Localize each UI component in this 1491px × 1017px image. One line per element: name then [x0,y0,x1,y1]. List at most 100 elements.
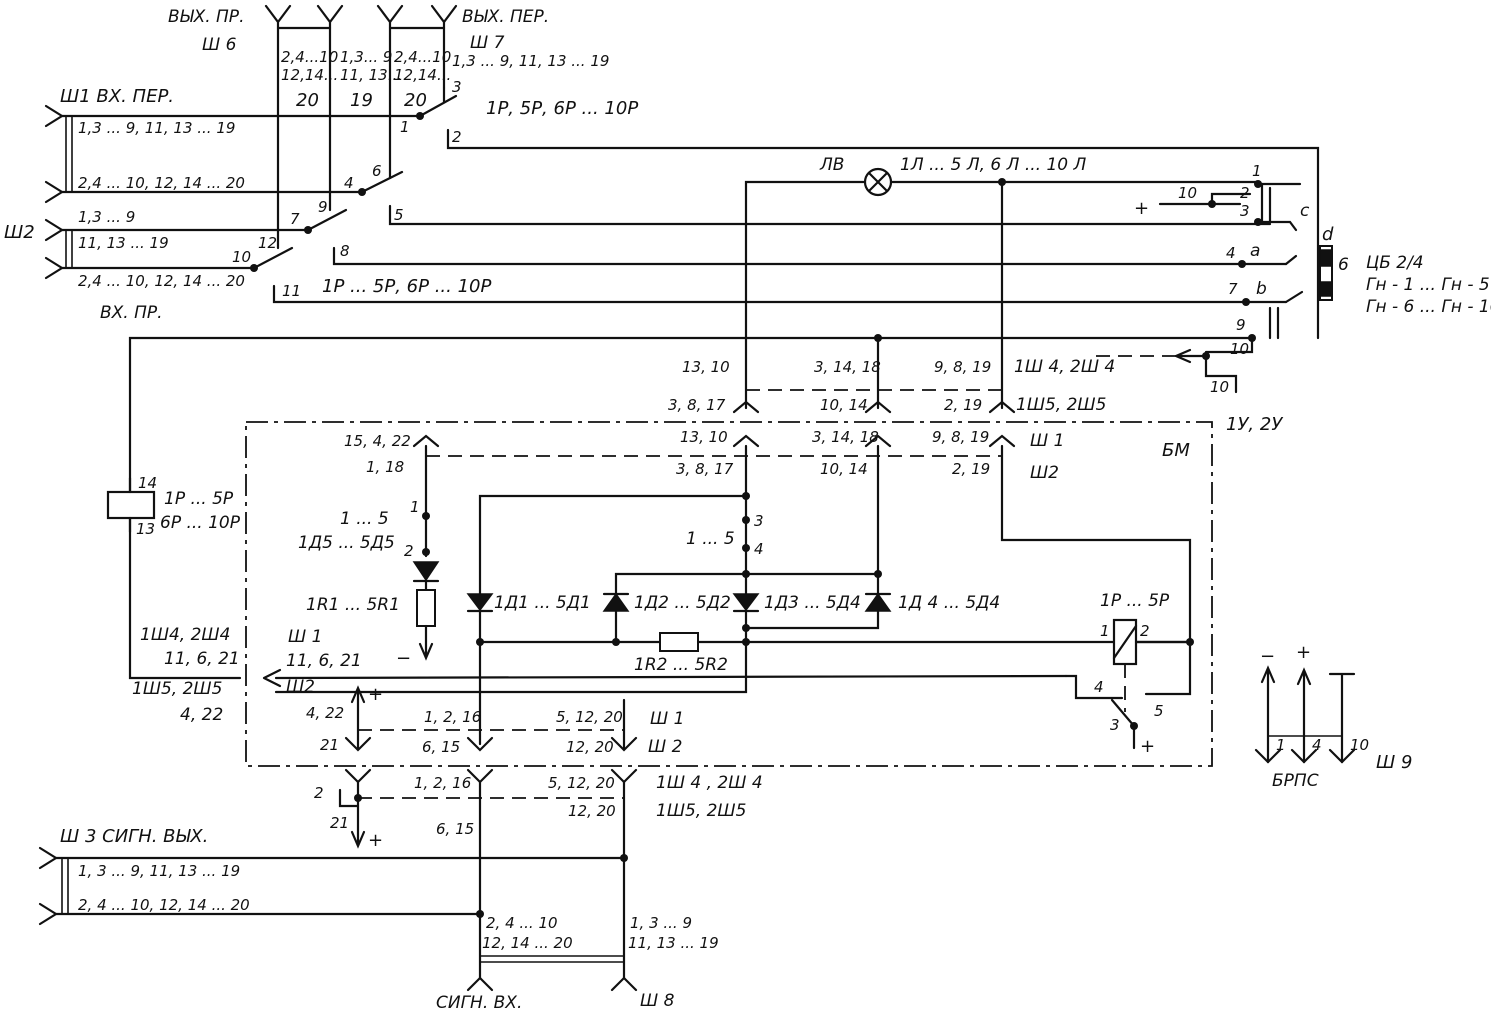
p-13-10: 13, 10 [682,358,730,376]
plus-outer: + [368,830,383,851]
sh4-top: 1Ш 4, 2Ш 4 [1014,357,1115,377]
o-5-12-20: 5, 12, 20 [548,774,615,792]
relay-pin-3: 3 [1110,716,1120,734]
brps-pin-4: 4 [1312,736,1322,754]
sh8: Ш 8 [640,991,675,1011]
p-in-10-14: 10, 14 [820,460,868,478]
o-pin-21: 21 [330,814,349,832]
brps-pin-1: 1 [1276,736,1286,754]
s-odd-2: 11, 13 ... 19 [628,934,719,952]
cb-gn2: Гн - 6 ... Гн - 10 [1366,297,1491,317]
sh7-name: Ш 7 [470,33,505,53]
b-6-15: 6, 15 [422,738,460,756]
pins-c2a: 1,3... 9 [340,48,392,66]
brps-name: БРПС [1272,771,1319,791]
key-pin-4: 4 [1226,244,1236,262]
key-a: a [1250,241,1260,261]
l-sh4: 1Ш4, 2Ш4 [140,625,230,645]
cb-name: ЦБ 2/4 [1366,253,1424,273]
r2-name: 1R2 ... 5R2 [634,655,728,675]
plus-bm: + [368,684,383,705]
d4-name: 1Д 4 ... 5Д4 [898,593,1000,613]
d5-range: 1 ... 5 [340,509,389,529]
branch-d5-r1 [412,444,440,661]
sh1-title: Ш1 ВХ. ПЕР. [60,86,174,107]
outer-lower-connectors [338,768,638,980]
sh3-title: Ш 3 СИГН. ВЫХ. [60,826,208,847]
pins-c1b: 12,14... [281,66,338,84]
plus-relay: + [1140,736,1155,757]
b-12-20: 12, 20 [566,738,614,756]
o-pin-2: 2 [314,784,324,802]
sh5-top: 1Ш5, 2Ш5 [1016,395,1106,415]
d5-pin-1: 1 [410,498,420,516]
bm-name: БМ [1162,440,1190,461]
bm-block-border [245,421,1213,767]
p-2-19: 2, 19 [944,396,982,414]
key-pin-10c: 10 [1210,378,1229,396]
l-4-22: 4, 22 [180,705,223,725]
key-pin-2: 2 [1240,184,1250,202]
coil-pin-14: 14 [138,474,157,492]
sh2-pins-2: 11, 13 ... 19 [78,234,169,252]
p-in-13-10: 13, 10 [680,428,728,446]
sh3-even: 2, 4 ... 10, 12, 14 ... 20 [78,896,250,914]
sh2-pins-3: 2,4 ... 10, 12, 14 ... 20 [78,272,245,290]
b-21: 21 [320,736,339,754]
d3-name: 1Д3 ... 5Д4 [764,593,861,613]
b-4-22: 4, 22 [306,704,344,722]
d2-name: 1Д2 ... 5Д2 [634,593,731,613]
pin-9: 9 [318,198,328,216]
m-11-6-21: 11, 6, 21 [286,651,362,671]
m-sh1: Ш 1 [288,627,322,647]
p-in-2-19: 2, 19 [952,460,990,478]
b-5-12-20: 5, 12, 20 [556,708,623,726]
bm-lower-connectors [344,685,638,752]
pins-c3a: 2,4...10 [394,48,451,66]
minus-r1: − [396,648,411,669]
relay-bm [1000,444,1194,750]
brps-pin-10: 10 [1350,736,1369,754]
p-in-3-14-18: 3, 14, 18 [812,428,879,446]
relay-main-2: 6Р ... 10Р [160,513,241,533]
pin-5: 5 [394,206,404,224]
u-name: 1У, 2У [1226,414,1283,435]
d-pin-3: 3 [754,512,764,530]
sh1-pins-even: 2,4 ... 10, 12, 14 ... 20 [78,174,245,192]
connector-sh1 [44,104,422,204]
s-even-1: 2, 4 ... 10 [486,914,558,932]
relay-pin-1: 1 [1100,622,1110,640]
lamp-refs: 1Л ... 5 Л, 6 Л ... 10 Л [900,155,1086,175]
key-cb24 [1096,180,1333,394]
sh1-pins-odd: 1,3 ... 9, 11, 13 ... 19 [78,119,235,137]
relay-pin-2: 2 [1140,622,1150,640]
o-6-15: 6, 15 [436,820,474,838]
lamp-name: ЛВ [819,155,844,175]
key-c: c [1300,201,1310,221]
d-pin-4: 4 [754,540,764,558]
b-1-2-16: 1, 2, 16 [424,708,481,726]
key-pin-9: 9 [1236,316,1246,334]
o-sh5: 1Ш5, 2Ш5 [656,801,746,821]
pins-c2b: 11, 13... [340,66,402,84]
bm-sh2-in: Ш2 [1030,463,1059,483]
key-6: 6 [1338,255,1349,275]
pin-10: 10 [232,248,251,266]
p-9-8-19: 9, 8, 19 [934,358,991,376]
pin-6: 6 [372,162,382,180]
relay-pin-4: 4 [1094,678,1104,696]
p-15-4-22: 15, 4, 22 [344,432,411,450]
sh2-pins-1: 1,3 ... 9 [78,208,135,226]
p-1-18: 1, 18 [366,458,404,476]
coil-pin-13: 13 [136,520,155,538]
vx-pr-label: ВХ. ПР. [100,303,163,323]
d1-name: 1Д1 ... 5Д1 [494,593,591,613]
relay-bm-label: 1Р ... 5Р [1100,591,1170,611]
pins-c1a: 2,4...10 [281,48,338,66]
l-sh5: 1Ш5, 2Ш5 [132,679,222,699]
connector-brps [1254,665,1356,764]
relay-pin-5: 5 [1154,702,1164,720]
relay-bottom-label: 1Р ... 5Р, 6Р ... 10Р [322,276,491,297]
pin-12: 12 [258,234,277,252]
